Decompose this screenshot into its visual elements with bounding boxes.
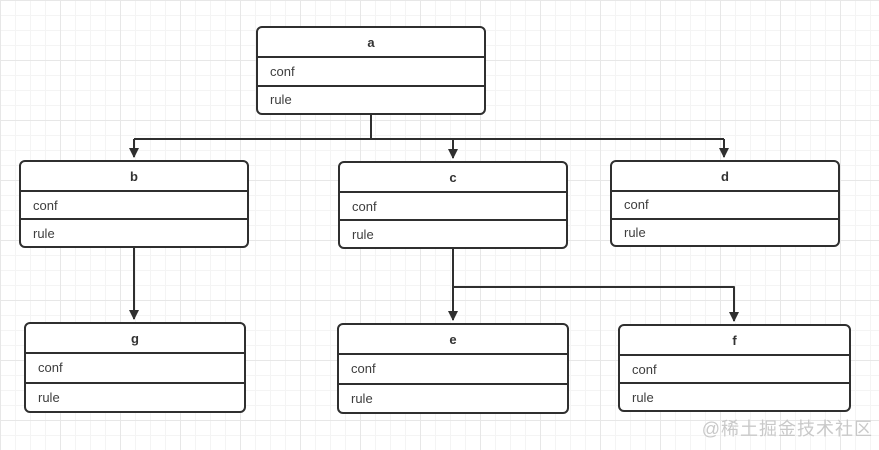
node-c-title: c	[340, 163, 566, 193]
watermark: @稀土掘金技术社区	[701, 419, 873, 439]
node-e-row-rule: rule	[351, 390, 373, 406]
node-b-title: b	[21, 162, 247, 192]
node-c-row-conf: conf	[340, 193, 566, 221]
node-a: a conf rule	[256, 26, 486, 115]
node-e-title: e	[339, 325, 567, 355]
node-g: g conf rule	[24, 322, 246, 413]
node-g-row-rule: rule	[38, 389, 60, 405]
node-b-row-rule: rule	[33, 225, 55, 241]
node-g-row-conf: conf	[26, 354, 244, 384]
node-f-row-rule: rule	[632, 389, 654, 405]
node-d: d conf rule	[610, 160, 840, 247]
node-g-title: g	[26, 324, 244, 354]
node-e: e conf rule	[337, 323, 569, 414]
node-d-row-rule: rule	[624, 224, 646, 240]
node-a-row-rule: rule	[270, 92, 292, 108]
node-d-title: d	[612, 162, 838, 192]
node-f-title: f	[620, 326, 849, 356]
node-c-row-rule: rule	[352, 226, 374, 242]
node-e-row-conf: conf	[339, 355, 567, 385]
node-f-row-conf: conf	[620, 356, 849, 384]
node-d-row-conf: conf	[612, 192, 838, 220]
node-a-row-conf: conf	[258, 58, 484, 87]
node-b-row-conf: conf	[21, 192, 247, 220]
node-c: c conf rule	[338, 161, 568, 249]
edge-c-f	[453, 286, 739, 322]
node-f: f conf rule	[618, 324, 851, 412]
node-a-title: a	[258, 28, 484, 58]
node-b: b conf rule	[19, 160, 249, 248]
